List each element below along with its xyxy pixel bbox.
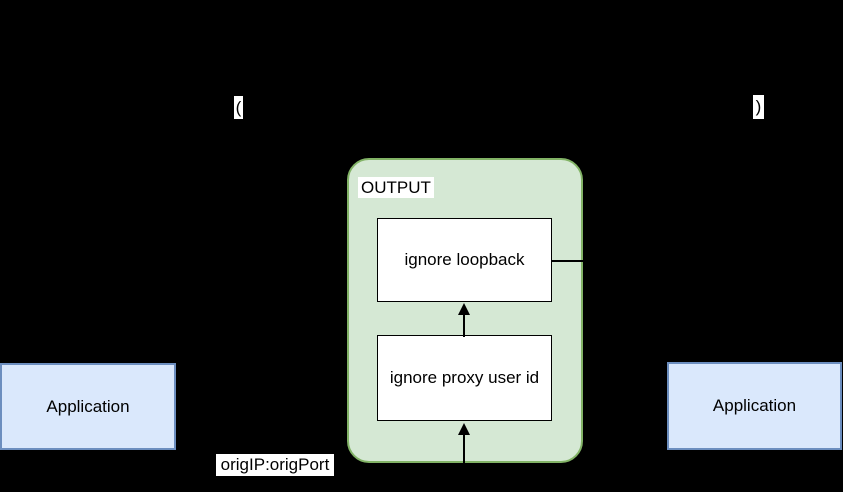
arrow-up-icon (458, 303, 470, 315)
app-node-left: Application (0, 363, 176, 450)
arrow-proxy-to-loopback-line (463, 313, 465, 337)
edge-label-close-paren-text: ) (755, 97, 762, 116)
rule-ignore-proxy-user-id-label: ignore proxy user id (389, 368, 540, 387)
arrow-into-proxy-line (463, 433, 465, 464)
rule-ignore-loopback: ignore loopback (377, 218, 552, 302)
edge-label-open-paren-text: ( (235, 97, 242, 117)
edge-label-orig-endpoint-text: origIP:origPort (220, 455, 330, 474)
connector-loopback-right (552, 260, 583, 262)
rule-ignore-loopback-label: ignore loopback (404, 250, 525, 269)
app-node-left-label: Application (46, 396, 130, 416)
output-chain-title: OUTPUT (358, 177, 434, 198)
rule-ignore-proxy-user-id: ignore proxy user id (377, 335, 552, 421)
output-chain-title-text: OUTPUT (361, 177, 431, 197)
app-node-right: Application (667, 362, 842, 450)
edge-label-close-paren: ) (753, 95, 764, 119)
edge-label-orig-endpoint: origIP:origPort (216, 454, 334, 476)
arrow-up-icon (458, 423, 470, 435)
app-node-right-label: Application (712, 396, 797, 415)
edge-label-open-paren: ( (234, 96, 243, 119)
